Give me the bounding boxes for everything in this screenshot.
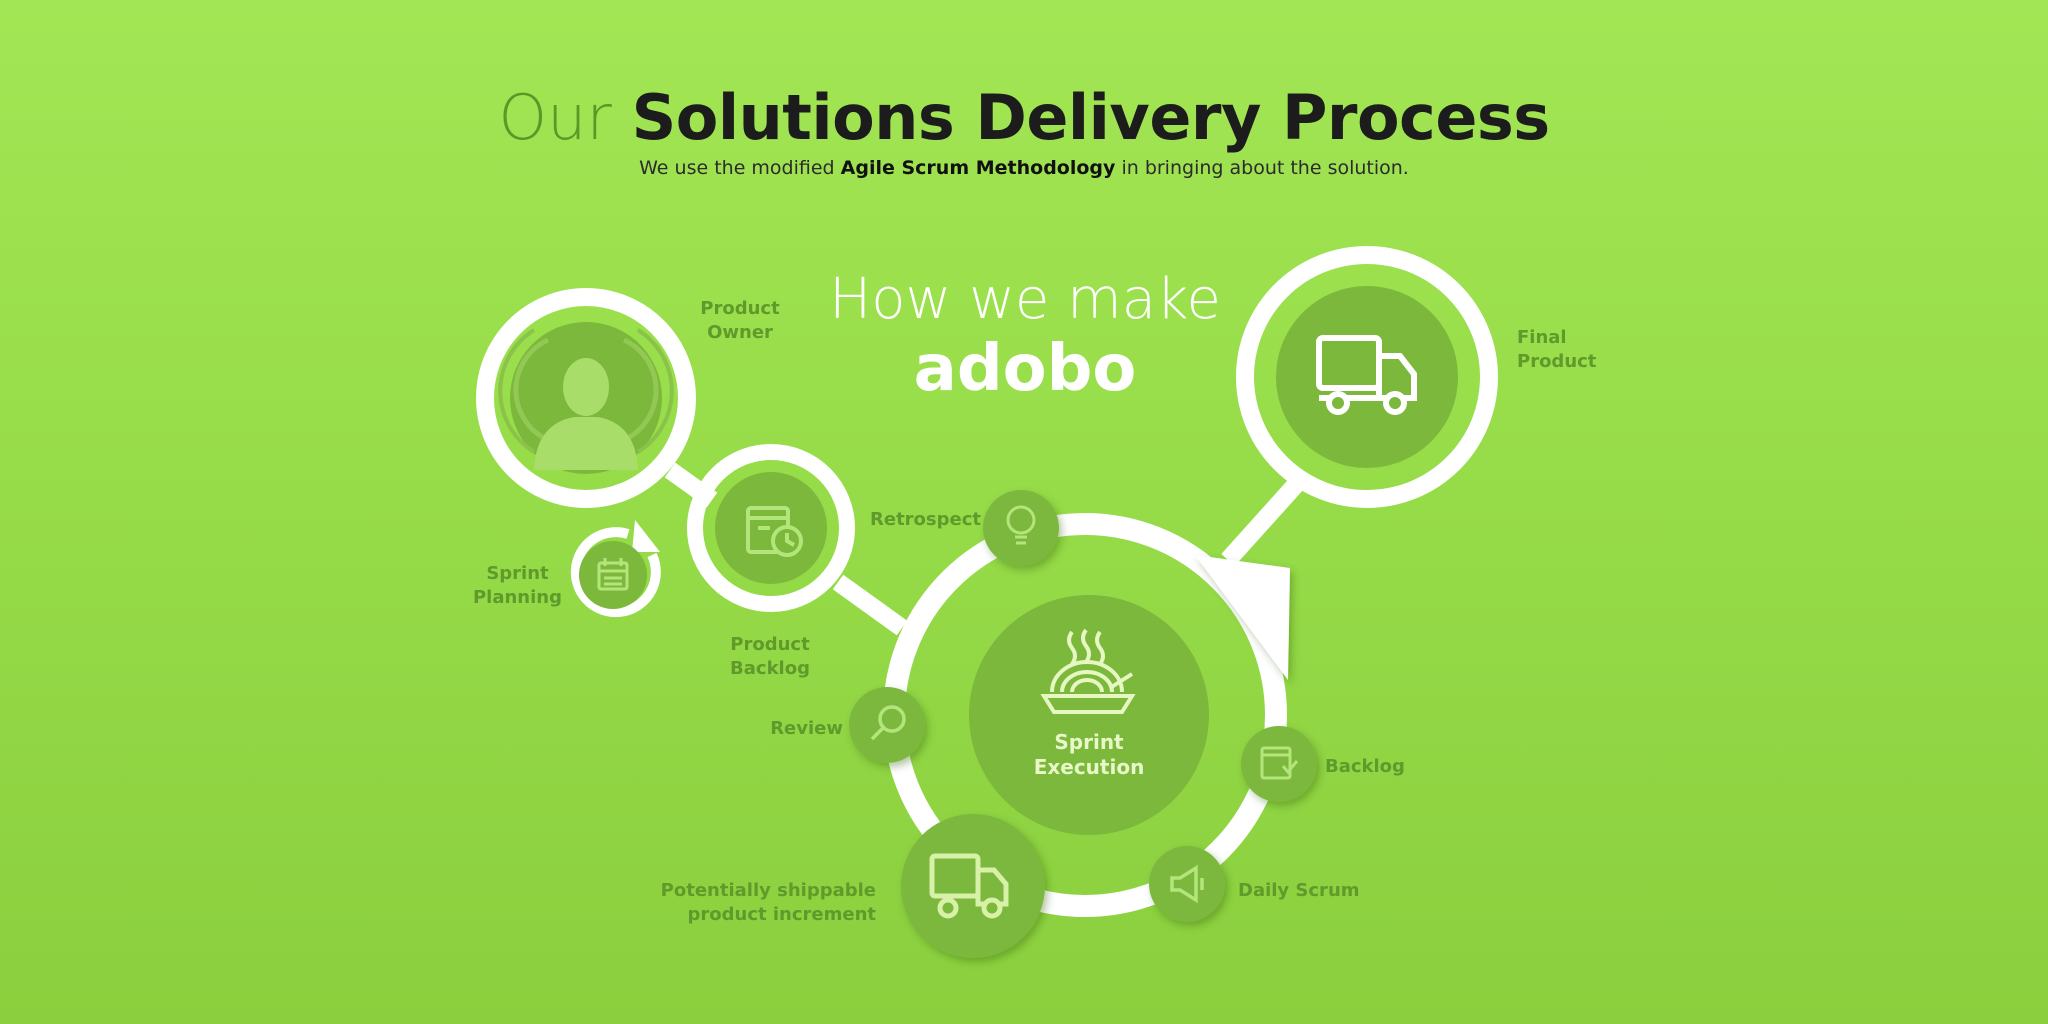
product-owner-label: Product Owner bbox=[700, 298, 780, 343]
center-heading-line2: adobo bbox=[913, 332, 1137, 406]
subtitle-post: in bringing about the solution. bbox=[1121, 157, 1409, 179]
final-product-label: Final Product bbox=[1517, 327, 1597, 372]
loop-arrow-icon bbox=[1195, 555, 1290, 680]
subtitle-pre: We use the modified bbox=[639, 157, 835, 179]
page-title: Our Solutions Delivery Process bbox=[0, 82, 2048, 154]
calendar-icon bbox=[597, 558, 629, 591]
increment-label: Potentially shippable product increment bbox=[660, 880, 876, 925]
subtitle-bold: Agile Scrum Methodology bbox=[840, 157, 1116, 179]
megaphone-icon bbox=[1170, 864, 1204, 904]
magnifier-icon bbox=[870, 705, 906, 741]
sprint-execution-node bbox=[969, 595, 1209, 835]
daily-scrum-node bbox=[1149, 846, 1225, 922]
sprint-execution-label: Sprint Execution bbox=[1033, 730, 1145, 779]
planning-arrow-icon bbox=[632, 520, 660, 552]
backlog-label: Backlog bbox=[1325, 756, 1405, 777]
review-label: Review bbox=[770, 718, 843, 739]
sprint-planning-label: Sprint Planning bbox=[472, 563, 562, 608]
retrospect-label: Retrospect bbox=[870, 509, 981, 530]
final-product-node bbox=[1236, 246, 1498, 508]
calendar-clock-icon bbox=[746, 506, 803, 557]
page-header: Our Solutions Delivery Process bbox=[0, 82, 2048, 154]
truck-icon bbox=[1316, 335, 1417, 415]
title-light: Our bbox=[498, 81, 612, 154]
product-owner-node bbox=[476, 288, 696, 508]
review-node bbox=[849, 687, 925, 763]
lightbulb-icon bbox=[1006, 505, 1036, 545]
sprint-planning-node bbox=[570, 520, 661, 618]
product-backlog-node bbox=[687, 444, 855, 612]
increment-truck-icon bbox=[929, 853, 1009, 919]
daily-scrum-label: Daily Scrum bbox=[1238, 880, 1360, 901]
center-heading-line1: How we make bbox=[829, 267, 1221, 332]
checklist-icon bbox=[1260, 746, 1299, 780]
steaming-bowl-icon bbox=[1040, 628, 1136, 714]
title-bold: Solutions Delivery Process bbox=[631, 81, 1551, 154]
person-icon bbox=[498, 328, 674, 470]
page-subtitle: We use the modified Agile Scrum Methodol… bbox=[0, 157, 2048, 179]
retrospect-node bbox=[983, 490, 1059, 566]
increment-node bbox=[901, 814, 1045, 958]
product-backlog-label: Product Backlog bbox=[730, 634, 810, 679]
backlog-node bbox=[1241, 726, 1317, 802]
center-heading: How we make adobo bbox=[780, 267, 1270, 407]
